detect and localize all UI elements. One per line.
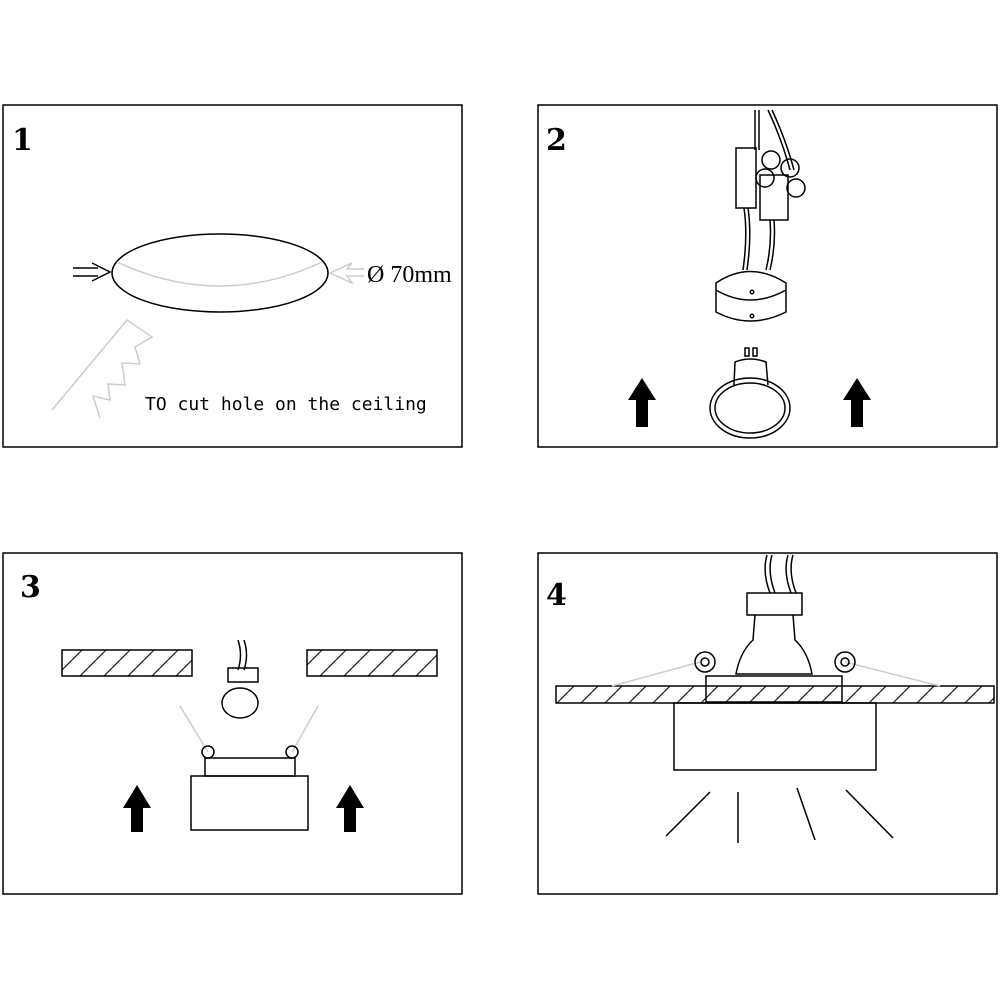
step-number: 4 xyxy=(546,578,567,613)
fixture-housing-icon xyxy=(179,705,319,831)
up-arrow-icon xyxy=(628,378,656,427)
ceiling-right xyxy=(306,649,438,677)
ceiling-hole xyxy=(111,233,329,313)
hole-diameter-label: Ø 70mm xyxy=(367,262,452,288)
lamp-with-socket-icon xyxy=(221,639,259,719)
ceiling xyxy=(555,685,995,704)
up-arrow-icon xyxy=(843,378,871,427)
step-caption: TO cut hole on the ceiling xyxy=(145,394,427,415)
panel-frame xyxy=(537,104,998,448)
panel-frame xyxy=(537,552,998,895)
panel-1: 1 Ø 70mm TO cut hole on the ceiling xyxy=(2,104,463,448)
hole-inner-edge xyxy=(116,261,323,287)
lamp-socket-icon xyxy=(715,270,787,322)
fixture-rim xyxy=(705,675,843,703)
panel-4: 4 xyxy=(537,552,998,895)
light-rays-icon xyxy=(665,787,894,843)
installed-lamp-icon xyxy=(735,554,813,675)
panel-frame xyxy=(2,552,463,895)
step-number: 3 xyxy=(20,570,41,605)
gu10-bulb-icon xyxy=(709,347,791,439)
saw-icon xyxy=(51,318,154,419)
up-arrow-icon xyxy=(123,785,151,832)
step-number: 1 xyxy=(12,123,33,158)
right-arrow-icon xyxy=(328,262,364,285)
panel-3: 3 xyxy=(2,552,463,895)
wire-connector-icon xyxy=(735,109,806,271)
step-number: 2 xyxy=(546,123,567,158)
ceiling-left xyxy=(61,649,193,677)
fixture-body xyxy=(673,702,877,771)
left-arrow-icon xyxy=(73,262,112,282)
panel-2: 2 xyxy=(537,104,998,448)
spring-clips-icon xyxy=(611,651,941,687)
up-arrow-icon xyxy=(336,785,364,832)
panel-frame xyxy=(2,104,463,448)
